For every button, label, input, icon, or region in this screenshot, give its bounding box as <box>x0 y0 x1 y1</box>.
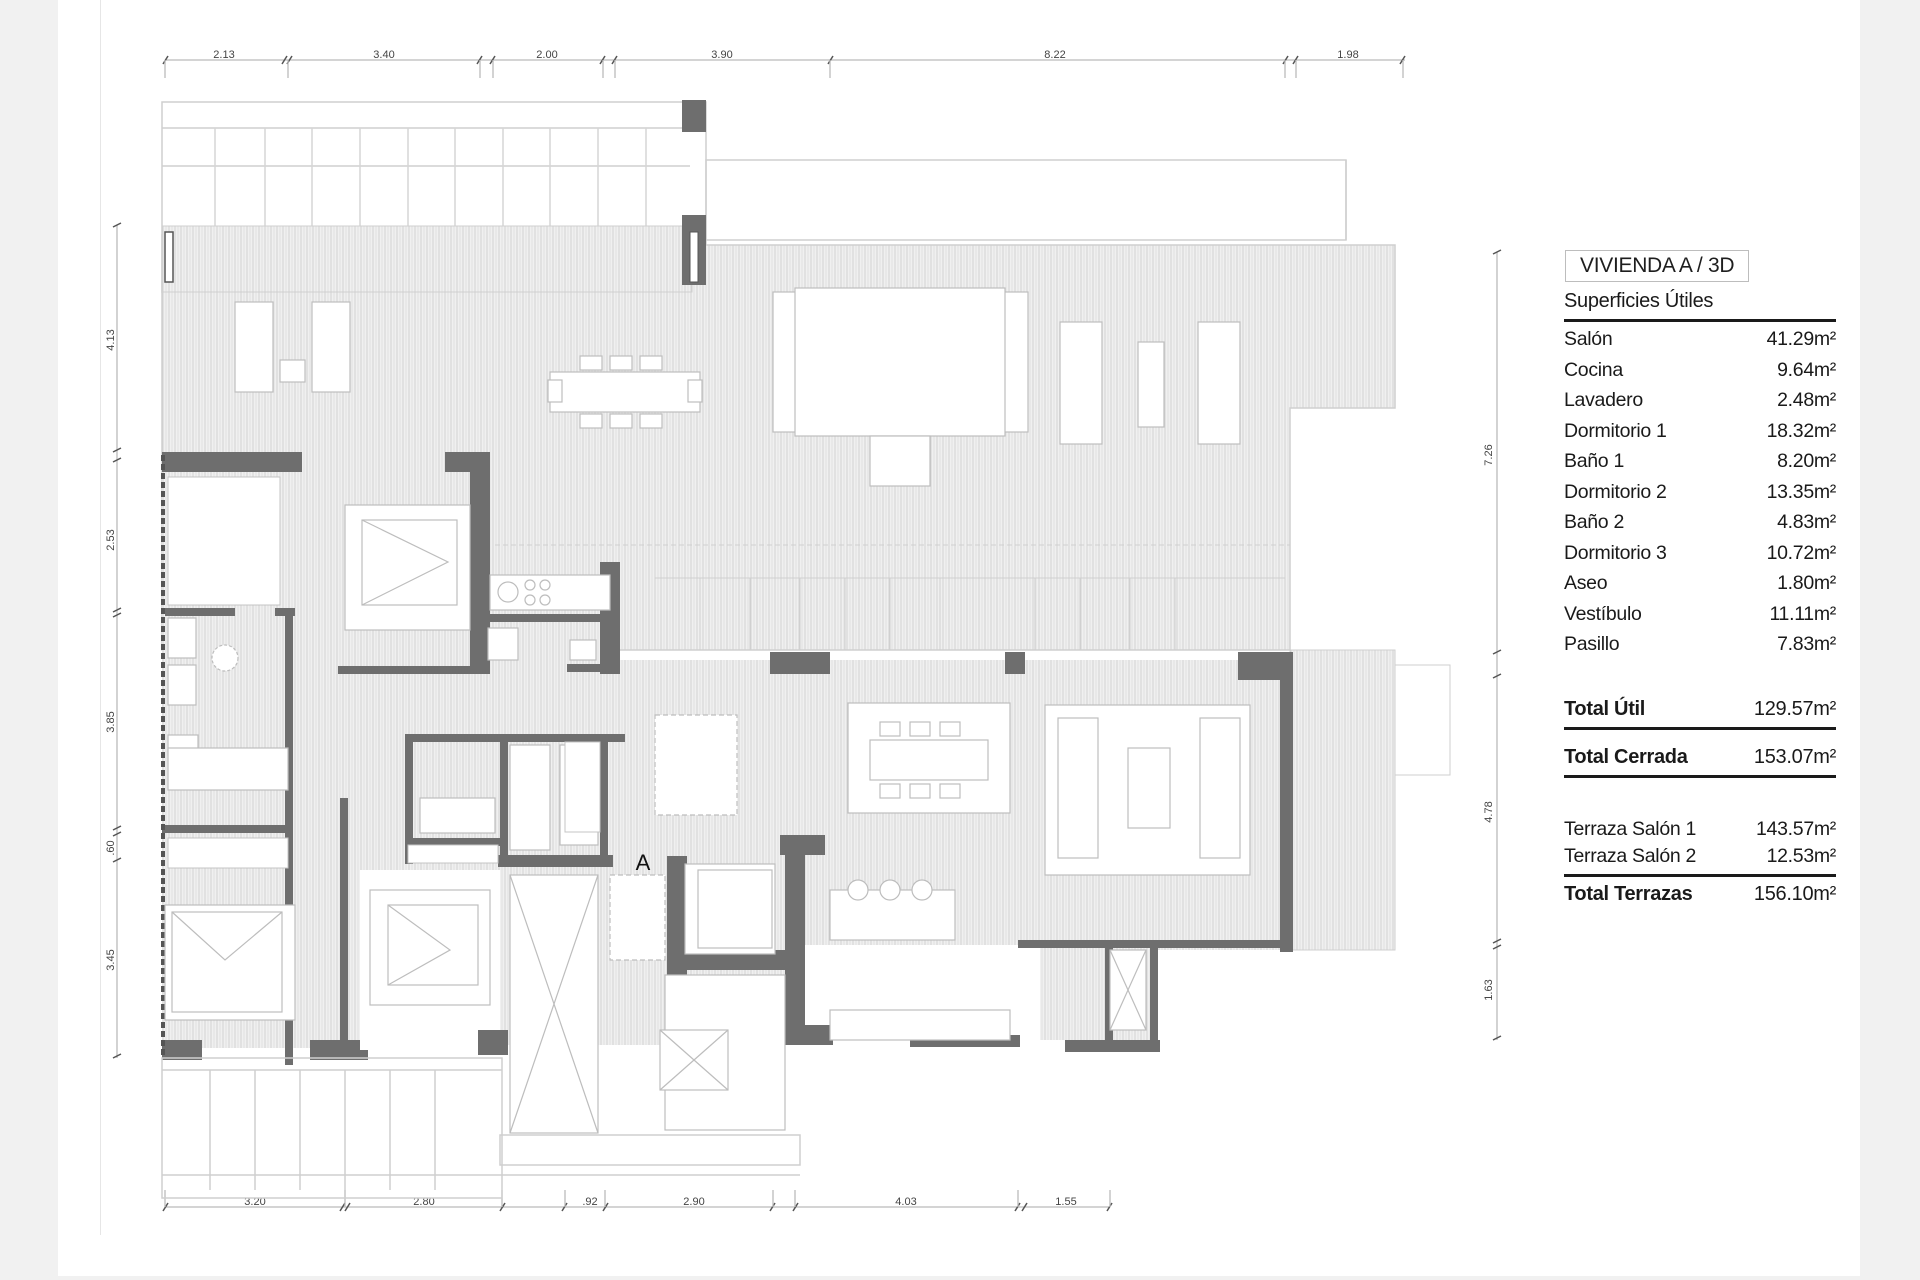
room-name: Cocina <box>1564 358 1623 381</box>
room-row: Baño 2 4.83m² <box>1564 507 1836 538</box>
dim-top-3: 2.00 <box>536 49 557 61</box>
floor-plan: 2.13 3.40 2.00 3.90 8.22 1.98 3.20 2.80 … <box>105 49 1502 1212</box>
room-row: Dormitorio 3 10.72m² <box>1564 538 1836 569</box>
dim-left-5: 3.45 <box>105 949 117 970</box>
room-row: Lavadero 2.48m² <box>1564 385 1836 416</box>
unit-title: VIVIENDA A / 3D <box>1565 250 1750 282</box>
total-util-label: Total Útil <box>1564 697 1646 720</box>
room-row: Pasillo 7.83m² <box>1564 629 1836 660</box>
dim-top-6: 1.98 <box>1337 49 1358 61</box>
dim-bottom-3: .92 <box>582 1196 597 1208</box>
column <box>682 100 706 132</box>
room-row: Dormitorio 1 18.32m² <box>1564 416 1836 447</box>
entrance-label: A <box>636 850 651 875</box>
room-area: 4.83m² <box>1777 511 1836 533</box>
terrace-area: 12.53m² <box>1766 844 1837 867</box>
room-name: Dormitorio 2 <box>1564 480 1667 503</box>
total-cerrada-label: Total Cerrada <box>1564 745 1688 768</box>
room-name: Vestíbulo <box>1564 602 1642 625</box>
wardrobes <box>167 476 601 869</box>
total-cerrada-row: Total Cerrada 153.07m² <box>1564 746 1836 778</box>
room-name: Dormitorio 3 <box>1564 541 1667 564</box>
dim-left-3: 3.85 <box>105 711 117 732</box>
dim-top-4: 3.90 <box>711 49 732 61</box>
terrace-name: Terraza Salón 1 <box>1564 817 1697 840</box>
dim-left-4: .60 <box>105 840 117 855</box>
room-row: Aseo 1.80m² <box>1564 568 1836 599</box>
room-name: Aseo <box>1564 572 1608 594</box>
window <box>689 231 699 283</box>
area-table: VIVIENDA A / 3D Superficies Útiles Salón… <box>1564 250 1836 912</box>
room-area: 18.32m² <box>1766 419 1837 442</box>
dim-top-5: 8.22 <box>1044 49 1065 61</box>
dim-top-1: 2.13 <box>213 49 234 61</box>
room-row: Salón 41.29m² <box>1564 324 1836 355</box>
lower-terraces <box>161 1057 801 1199</box>
room-row: Vestíbulo 11.11m² <box>1564 599 1836 630</box>
terrace-furniture <box>234 287 1241 487</box>
room-name: Salón <box>1564 328 1613 350</box>
pergola-slats <box>495 544 1290 651</box>
room-name: Lavadero <box>1564 389 1643 411</box>
terrace-list: Terraza Salón 1 143.57m² Terraza Salón 2 1… <box>1564 816 1836 912</box>
terrace-area: 143.57m² <box>1756 817 1836 840</box>
dim-right-1: 7.26 <box>1483 444 1495 465</box>
walls <box>162 452 1293 1065</box>
dimension-top <box>162 55 1406 78</box>
total-cerrada-value: 153.07m² <box>1753 745 1836 768</box>
room-name: Pasillo <box>1564 633 1620 655</box>
room-row: Dormitorio 2 13.35m² <box>1564 477 1836 508</box>
room-area: 10.72m² <box>1766 541 1837 564</box>
table-subtitle: Superficies Útiles <box>1564 290 1836 322</box>
total-util-value: 129.57m² <box>1753 697 1836 720</box>
dim-bottom-5: 4.03 <box>895 1196 916 1208</box>
room-area: 8.20m² <box>1777 450 1836 472</box>
total-util-row: Total Útil 129.57m² <box>1564 698 1836 730</box>
terrace-name: Terraza Salón 2 <box>1564 844 1697 867</box>
covered-terrace-strip <box>161 225 693 293</box>
terrace-row: Terraza Salón 1 143.57m² <box>1564 816 1836 843</box>
terrace-salon-2 <box>1289 649 1396 951</box>
room-name: Dormitorio 1 <box>1564 419 1667 442</box>
dimension-bottom <box>162 1190 1113 1212</box>
dim-right-2: 4.78 <box>1483 801 1495 822</box>
dim-bottom-6: 1.55 <box>1055 1196 1076 1208</box>
total-terrazas-label: Total Terrazas <box>1564 882 1693 905</box>
terrace-row: Terraza Salón 2 12.53m² <box>1564 843 1836 870</box>
room-area: 11.11m² <box>1769 602 1836 625</box>
dim-bottom-4: 2.90 <box>683 1196 704 1208</box>
sheet-margin-line <box>100 0 101 1235</box>
interior-furniture <box>164 504 1251 1134</box>
dim-bottom-1: 3.20 <box>244 1196 265 1208</box>
dim-left-1: 4.13 <box>105 329 117 350</box>
dim-top-2: 3.40 <box>373 49 394 61</box>
total-terrazas-value: 156.10m² <box>1753 882 1836 905</box>
room-list: Salón 41.29m² Cocina 9.64m² Lavadero 2.48m²… <box>1564 324 1836 660</box>
dimension-left <box>112 222 122 1059</box>
dim-right-3: 1.63 <box>1483 979 1495 1000</box>
dimension-right <box>1492 249 1502 1041</box>
window-left <box>164 231 174 283</box>
dim-left-2: 2.53 <box>105 529 117 550</box>
room-area: 1.80m² <box>1777 572 1836 594</box>
room-area: 2.48m² <box>1777 389 1836 411</box>
planter <box>1394 664 1451 776</box>
room-row: Baño 1 8.20m² <box>1564 446 1836 477</box>
room-area: 7.83m² <box>1777 633 1836 655</box>
room-area: 13.35m² <box>1766 480 1837 503</box>
room-name: Baño 2 <box>1564 511 1625 533</box>
room-area: 41.29m² <box>1766 328 1837 350</box>
total-terrazas-row: Total Terrazas 156.10m² <box>1564 883 1836 912</box>
dim-bottom-2: 2.80 <box>413 1196 434 1208</box>
room-row: Cocina 9.64m² <box>1564 355 1836 386</box>
room-area: 9.64m² <box>1777 358 1836 381</box>
room-name: Baño 1 <box>1564 450 1625 472</box>
